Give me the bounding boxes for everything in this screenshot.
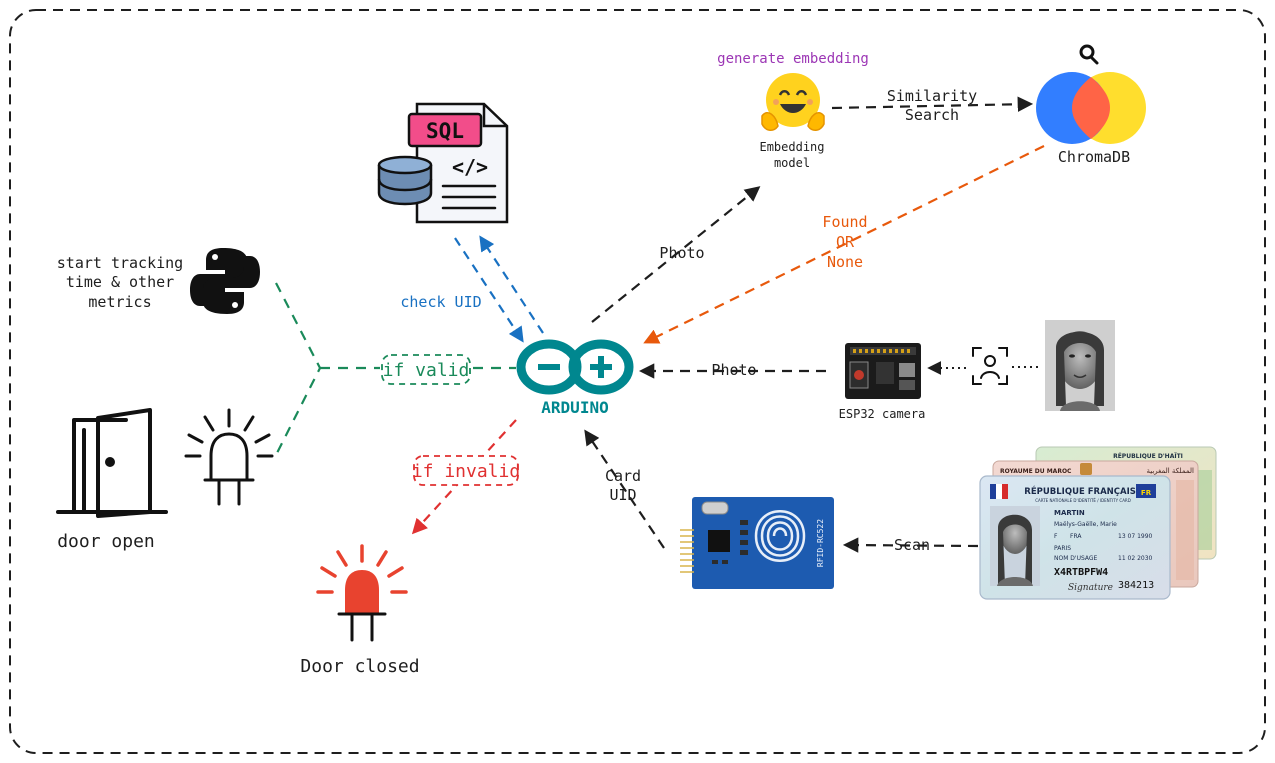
door-open-label: door open	[57, 531, 155, 552]
esp32-label: ESP32 camera	[839, 407, 926, 421]
sql-database-icon: SQL </>	[377, 102, 509, 224]
valid-branch-edges	[275, 282, 516, 456]
card-doc-number: X4RTBPFW4	[1054, 567, 1108, 578]
rfid-reader-icon: RFID-RC522	[680, 497, 834, 589]
id-card-france: RÉPUBLIQUE FRANÇAISE CARTE NATIONALE D'I…	[979, 475, 1171, 600]
led-on-icon	[184, 408, 274, 506]
face-scan-icon	[972, 347, 1008, 385]
photo-upper-label: Photo	[659, 244, 704, 262]
france-subheader: CARTE NATIONALE D'IDENTITÉ / IDENTITY CA…	[1035, 498, 1131, 503]
generate-embedding-label: generate embedding	[717, 51, 869, 67]
france-header: RÉPUBLIQUE FRANÇAISE	[1024, 485, 1142, 497]
chromadb-logo	[1036, 72, 1146, 144]
code-brackets: </>	[452, 155, 488, 179]
if-invalid-label: if invalid	[412, 461, 520, 482]
python-note-line-3: metrics	[88, 293, 151, 311]
python-note-line-1: start tracking	[57, 254, 183, 272]
door-open-icon	[56, 408, 168, 518]
chromadb-label: ChromaDB	[1058, 148, 1130, 166]
found-label-2: OR	[836, 233, 855, 251]
eu-badge: FR	[1141, 489, 1152, 497]
face-capture-edge	[930, 367, 1038, 368]
esp32-camera-icon	[845, 343, 921, 399]
found-or-none-edge	[643, 145, 1045, 344]
alarm-light-icon	[316, 544, 408, 642]
maroc-arabic: المملكة المغربية	[1146, 467, 1194, 475]
card-signature: Signature	[1068, 583, 1113, 593]
card-birth: 13 07 1990	[1118, 533, 1153, 540]
arduino-logo: ARDUINO	[516, 339, 634, 417]
rfid-chip-label: RFID-RC522	[816, 519, 825, 567]
outer-frame	[9, 9, 1266, 754]
photo-lower-label: Photo	[711, 361, 756, 379]
haiti-header: RÉPUBLIQUE D'HAÏTI	[1113, 452, 1183, 460]
check-uid-edges	[454, 235, 544, 343]
if-valid-label: if valid	[383, 360, 470, 381]
scan-label: Scan	[894, 536, 930, 554]
card-can: 384213	[1118, 580, 1154, 591]
scan-edge	[842, 537, 979, 553]
card-sex: F	[1054, 533, 1058, 540]
sql-badge-label: SQL	[426, 119, 464, 143]
photo-to-embedding-edge	[591, 186, 761, 323]
similarity-label-1: Similarity	[887, 87, 977, 105]
card-usage: NOM D'USAGE	[1054, 555, 1098, 562]
card-given: Maëlys-Gaëlle, Marie	[1054, 521, 1117, 528]
card-uid-edge	[584, 429, 665, 549]
found-label-3: None	[827, 253, 863, 271]
id-cards-stack: RÉPUBLIQUE D'HAÏTI ROYAUME DU MAROC المم…	[979, 446, 1217, 600]
if-valid-tag-box	[381, 354, 471, 385]
maroc-header: ROYAUME DU MAROC	[1000, 468, 1072, 475]
found-label-1: Found	[822, 213, 867, 231]
card-uid-label-1: Card	[605, 467, 641, 485]
door-closed-label: Door closed	[300, 656, 419, 677]
hugging-face-icon	[761, 73, 825, 131]
search-icon	[1079, 44, 1099, 65]
python-icon	[190, 248, 260, 314]
check-uid-label: check UID	[400, 293, 481, 311]
card-nationality: FRA	[1070, 533, 1082, 540]
if-invalid-tag-box	[413, 455, 519, 486]
arduino-label: ARDUINO	[541, 398, 608, 417]
python-note-line-2: time & other	[66, 273, 174, 291]
card-place: PARIS	[1054, 545, 1071, 552]
embedding-model-line-1: Embedding	[759, 140, 824, 154]
similarity-label-2: Search	[905, 106, 959, 124]
card-surname: MARTIN	[1054, 509, 1085, 517]
face-photo	[1045, 320, 1115, 411]
card-expiry: 11 02 2030	[1118, 555, 1153, 562]
embedding-model-line-2: model	[774, 156, 810, 170]
card-uid-label-2: UID	[609, 486, 636, 504]
